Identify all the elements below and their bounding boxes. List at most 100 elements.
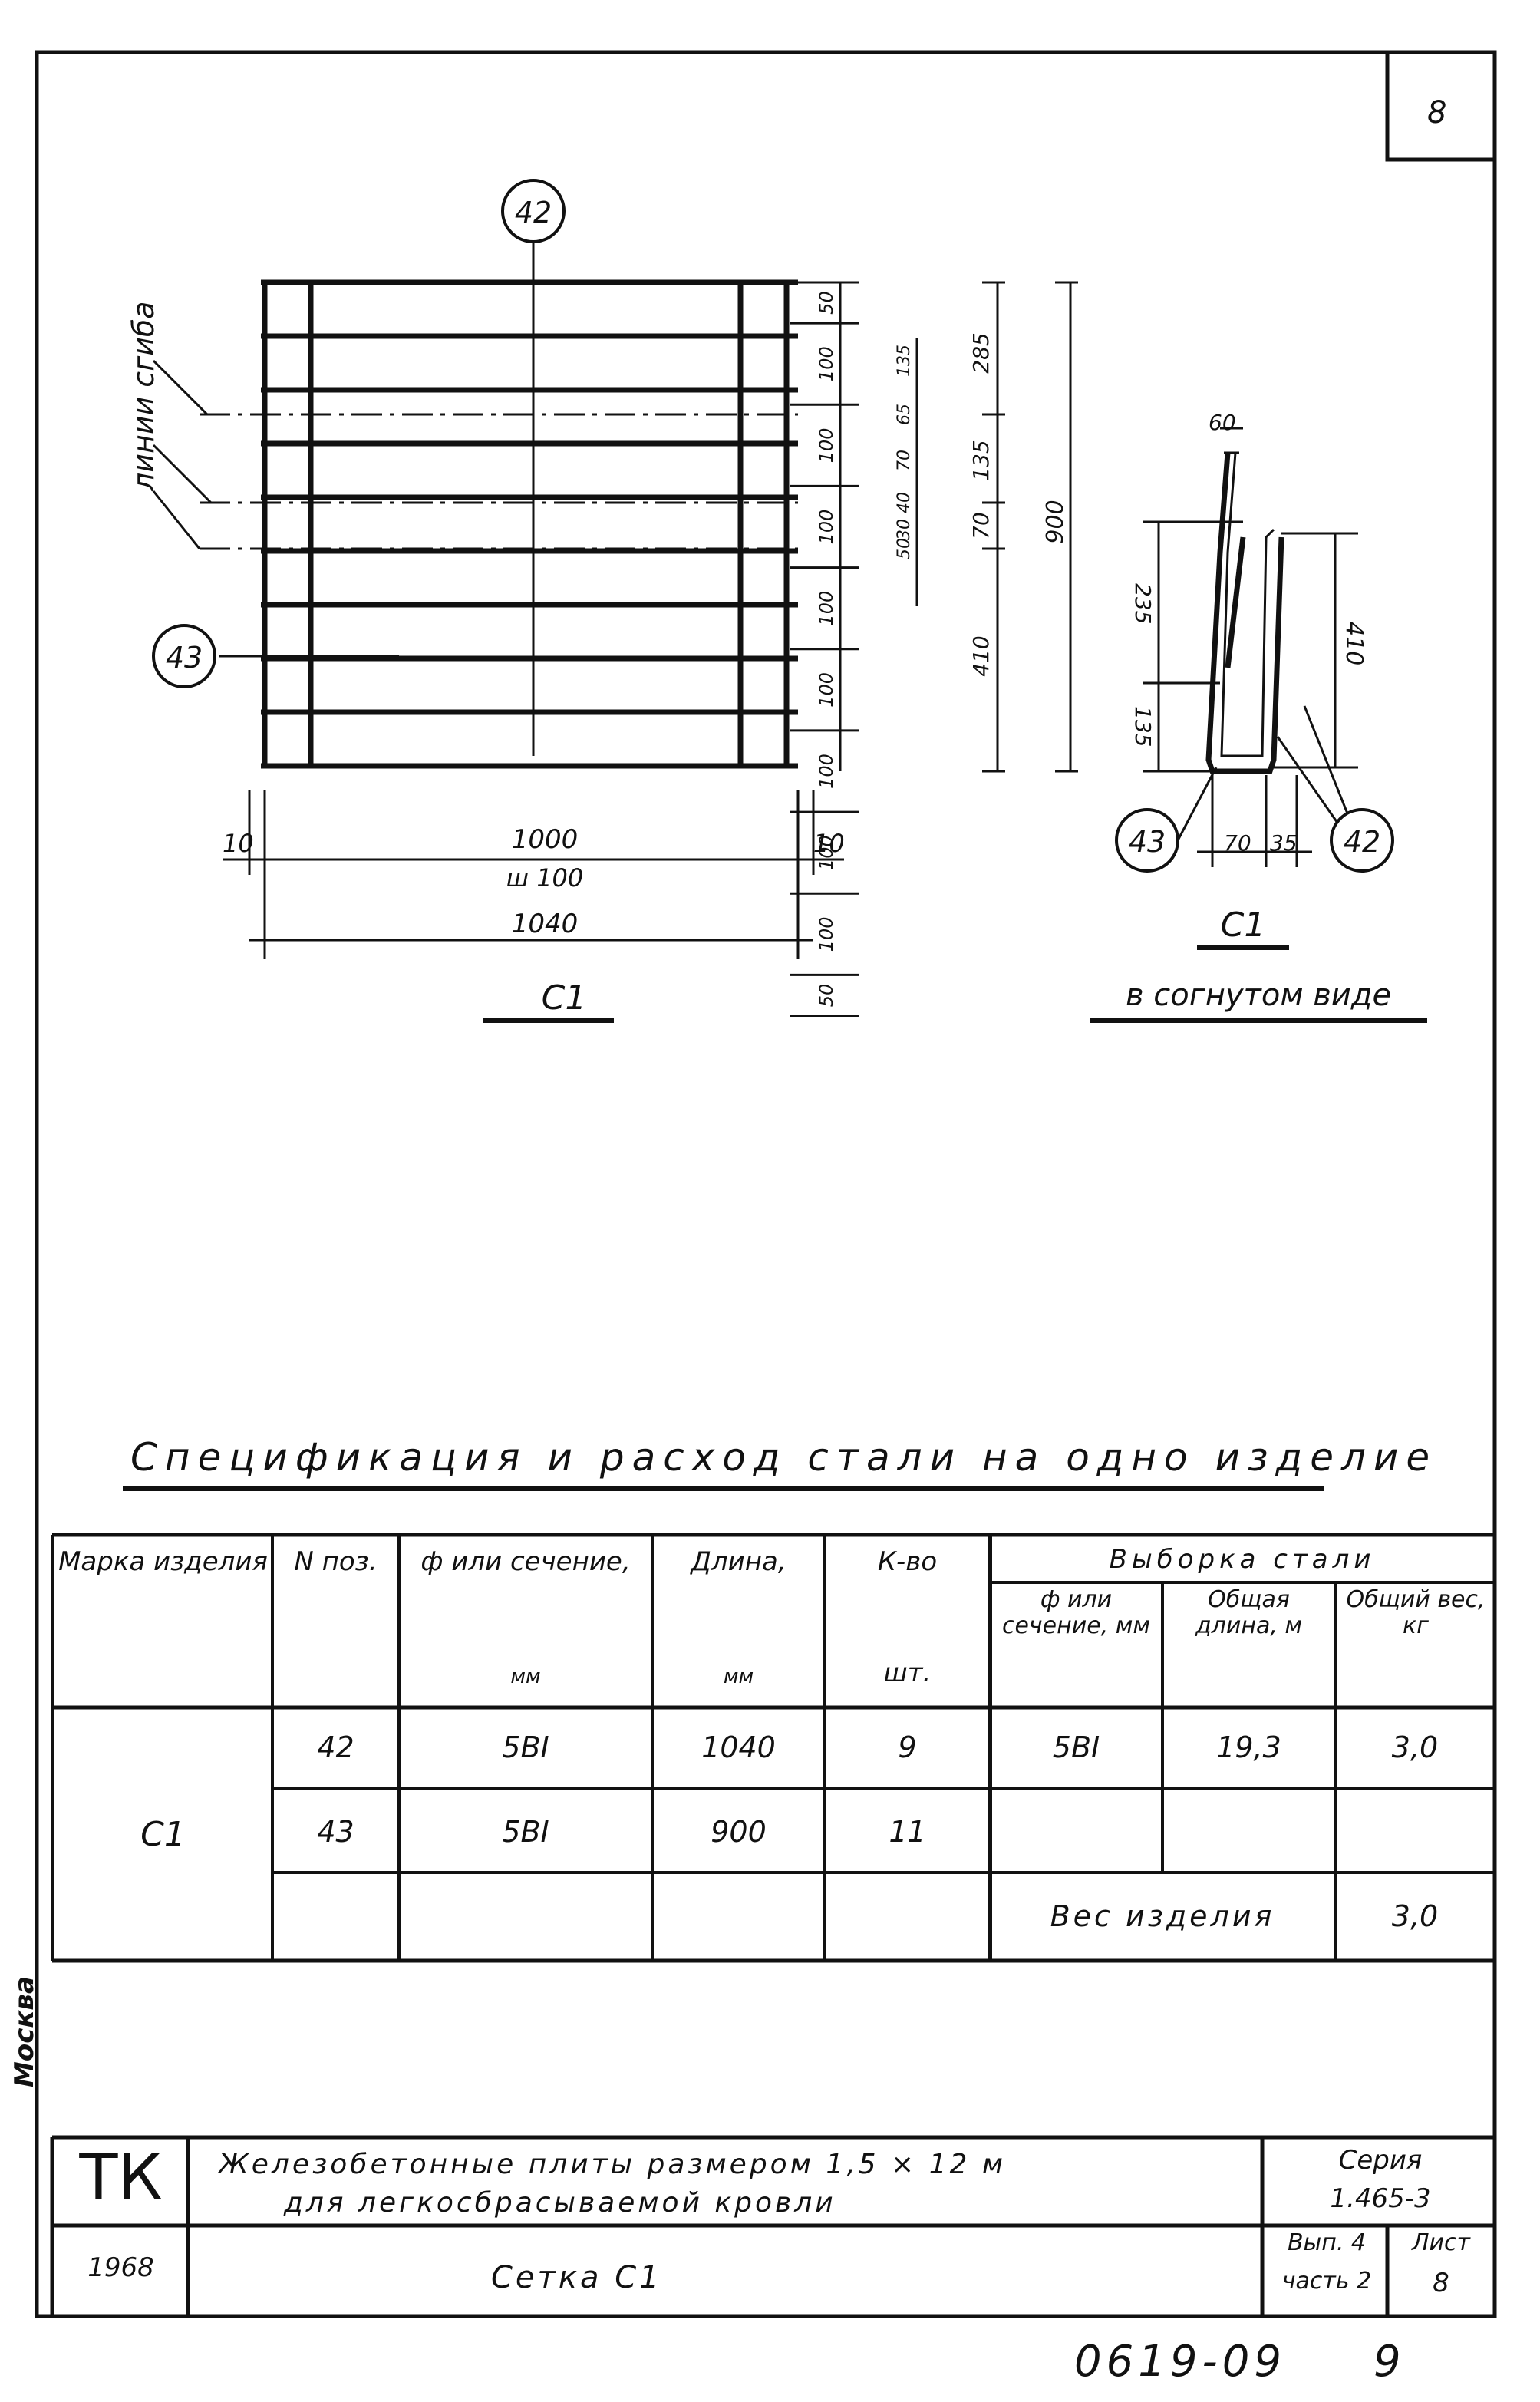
right-dim-value: 100 <box>816 835 837 870</box>
dim-overall: 1040 <box>512 909 579 939</box>
drawing-name: Сетка С1 <box>491 2260 662 2295</box>
bent-bottom-gap: 35 <box>1270 830 1298 856</box>
hdr-sel-diam: ф или сечение, мм <box>1001 1586 1151 1639</box>
doc-number: 0619-09 <box>1074 2337 1286 2387</box>
bars-pos-43 <box>262 282 790 767</box>
bent-bottom-width: 70 <box>1224 830 1251 856</box>
bend-dim-value: 135 <box>895 345 914 377</box>
sheet-frame <box>35 50 1497 2318</box>
city-label: Москва <box>9 1976 40 2087</box>
right-dimension-values: 5010010010010010010010010050135657040305… <box>816 291 1069 1007</box>
title-block-grid <box>50 2135 1495 2316</box>
svg-text:43: 43 <box>166 641 203 675</box>
title-line1: Железобетонные плиты размером 1,5 × 12 м <box>219 2149 1007 2180</box>
bend-dim-value: 30 <box>895 519 914 540</box>
row2-diam: 5ВI <box>502 1815 549 1849</box>
right-dim-value: 50 <box>816 984 837 1008</box>
pos-bubble-43: 43 <box>152 624 216 688</box>
pos-bubble-42: 42 <box>501 179 566 243</box>
part-number: часть 2 <box>1281 2268 1372 2295</box>
title-org: ТК <box>79 2141 163 2214</box>
right-dim-value: 100 <box>816 916 837 952</box>
bottom-dimensions <box>223 790 844 959</box>
bend-line-leaders <box>152 359 213 549</box>
group-dim-value: 410 <box>968 635 994 676</box>
dim-left-edge: 10 <box>223 829 254 858</box>
spec-mark: С1 <box>140 1815 186 1854</box>
overall-height: 900 <box>1042 500 1069 543</box>
series-label: Серия <box>1338 2145 1423 2176</box>
bend-lines <box>200 413 798 550</box>
row1-length: 1040 <box>701 1731 776 1764</box>
sheet-number: 8 <box>1433 2268 1449 2298</box>
right-dim-value: 100 <box>816 510 837 545</box>
hdr-selection: Выборка стали <box>1109 1544 1376 1575</box>
series-number: 1.465-3 <box>1330 2183 1431 2214</box>
sel-weight: 3,0 <box>1391 1731 1439 1764</box>
mesh-plan-view <box>152 238 798 769</box>
sheet-label: Лист <box>1411 2229 1471 2256</box>
issue-number: Вып. 4 <box>1287 2229 1367 2256</box>
svg-text:43: 43 <box>1129 825 1166 859</box>
right-dim-value: 100 <box>816 346 837 381</box>
right-dimension-chains <box>839 282 1072 771</box>
hdr-length-unit: мм <box>723 1665 754 1688</box>
right-dim-value: 50 <box>816 291 837 315</box>
dim-span: 1000 <box>512 824 579 855</box>
hdr-diam: ф или сечение, <box>420 1546 631 1577</box>
bend-dim-value: 50 <box>895 538 914 559</box>
bent-bubble-43: 43 <box>1115 808 1179 873</box>
bent-bubble-42: 42 <box>1330 808 1394 873</box>
right-dim-value: 100 <box>816 754 837 789</box>
row2-length: 900 <box>711 1815 767 1849</box>
bent-h-left-lower: 135 <box>1130 706 1156 747</box>
bend-dim-value: 65 <box>895 404 914 425</box>
hdr-qty: К-во <box>877 1546 938 1577</box>
title-year: 1968 <box>87 2252 154 2283</box>
bent-view <box>1143 427 1358 867</box>
sel-diam: 5ВI <box>1052 1731 1100 1764</box>
dim-right-edge: 10 <box>813 829 845 858</box>
hdr-sel-length: Общая длина, м <box>1195 1586 1303 1639</box>
corner-box <box>1385 50 1497 162</box>
product-weight-label: Вес изделия <box>1050 1899 1275 1933</box>
row1-qty: 9 <box>898 1731 917 1764</box>
row1-pos: 42 <box>317 1731 354 1764</box>
dim-step: ш 100 <box>506 863 584 893</box>
group-dim-value: 135 <box>968 440 994 480</box>
hdr-mark: Марка изделия <box>58 1546 268 1577</box>
row2-qty: 11 <box>889 1815 926 1849</box>
right-dim-value: 100 <box>816 591 837 626</box>
hdr-diam-unit: мм <box>510 1665 541 1688</box>
product-weight: 3,0 <box>1391 1899 1439 1933</box>
svg-text:42: 42 <box>1344 825 1380 859</box>
page-number: 9 <box>1373 2337 1401 2387</box>
bent-h-left-upper: 235 <box>1130 583 1156 624</box>
group-dim-value: 285 <box>968 332 994 373</box>
hdr-pos: N поз. <box>294 1546 378 1577</box>
corner-sheet-number: 8 <box>1427 95 1446 130</box>
bent-top-width: 60 <box>1209 410 1236 435</box>
bend-dim-value: 70 <box>895 450 914 471</box>
right-dim-value: 100 <box>816 672 837 708</box>
right-dim-value: 100 <box>816 427 837 463</box>
bent-view-label: С1 <box>1221 906 1266 945</box>
sel-length: 19,3 <box>1216 1731 1281 1764</box>
spec-table-grid <box>51 1533 1495 1963</box>
hdr-qty-unit: шт. <box>883 1658 932 1688</box>
hdr-length: Длина, <box>691 1546 786 1577</box>
bend-dim-value: 40 <box>895 492 914 513</box>
group-dim-value: 70 <box>968 512 994 539</box>
svg-text:42: 42 <box>515 196 552 229</box>
spec-title: Спецификация и расход стали на одно изде… <box>130 1435 1438 1480</box>
bent-h-right: 410 <box>1340 622 1367 665</box>
bent-view-sublabel: в согнутом виде <box>1126 978 1391 1013</box>
row1-diam: 5ВI <box>502 1731 549 1764</box>
bars-pos-42 <box>261 279 798 769</box>
row2-pos: 43 <box>317 1815 354 1849</box>
bend-lines-label: линии сгиба <box>127 301 160 492</box>
view-label: С1 <box>542 978 587 1018</box>
hdr-sel-weight: Общий вес, кг <box>1346 1586 1486 1639</box>
title-line2: для легкосбрасываемой кровли <box>284 2187 836 2219</box>
